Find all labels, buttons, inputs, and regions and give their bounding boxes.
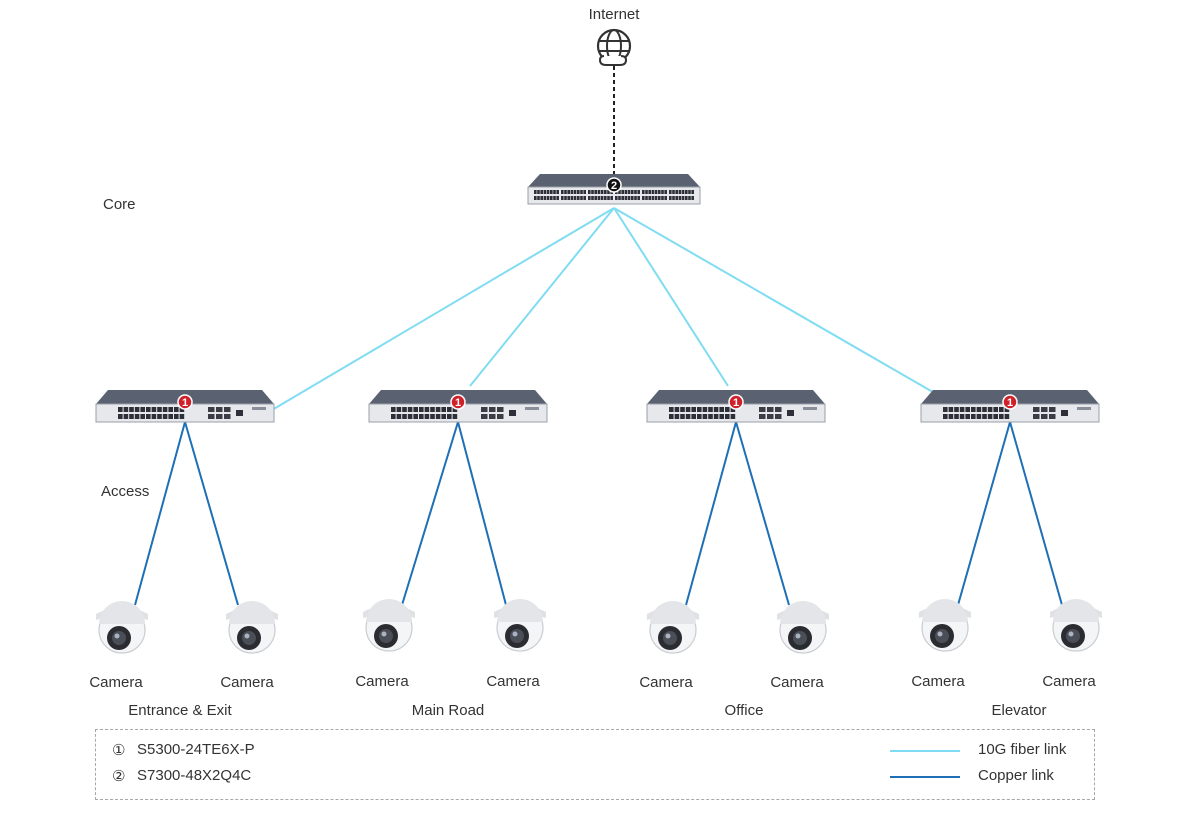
- core-layer-label: Core: [103, 196, 136, 213]
- site-label-entrance-exit: Entrance & Exit: [128, 702, 232, 719]
- core-switch: 2: [527, 174, 701, 205]
- model-marker-1-badge: 1: [450, 394, 466, 410]
- camera-label: Camera: [486, 673, 540, 690]
- switch-ports: [391, 407, 539, 419]
- legend-model-marker: ①: [112, 742, 126, 759]
- legend-model-name: S5300-24TE6X-P: [137, 741, 255, 758]
- globe-cloud-icon: [596, 28, 632, 66]
- switch-ports: [943, 407, 1091, 419]
- switch-ports: [534, 190, 694, 200]
- copper-link: [685, 421, 737, 606]
- access-switch: 1: [646, 390, 826, 423]
- model-marker-1-badge: 1: [728, 394, 744, 410]
- dome-camera-icon: [96, 601, 148, 654]
- camera-label: Camera: [911, 673, 965, 690]
- model-marker-1-badge: 1: [177, 394, 193, 410]
- site-label-office: Office: [724, 702, 764, 719]
- dome-camera-icon: [494, 599, 546, 652]
- access-switch: 1: [920, 390, 1100, 423]
- fiber-link: [469, 207, 615, 387]
- copper-link: [401, 421, 459, 606]
- model-marker-text: 1: [182, 397, 188, 409]
- copper-link: [1009, 421, 1063, 606]
- access-layer-label: Access: [101, 483, 150, 500]
- copper-link: [957, 421, 1011, 606]
- legend-model-name: S7300-48X2Q4C: [137, 767, 252, 784]
- dome-camera-icon: [226, 601, 278, 654]
- dome-camera-icon: [777, 601, 829, 654]
- legend-model-marker: ②: [112, 768, 126, 785]
- model-marker-text: 1: [733, 397, 739, 409]
- access-switch: 1: [95, 390, 275, 423]
- legend-fiber-line: [890, 750, 960, 752]
- legend-copper-line: [890, 776, 960, 778]
- fiber-link: [613, 207, 729, 387]
- model-marker-text: 2: [611, 180, 617, 192]
- copper-link: [735, 421, 790, 606]
- model-marker-text: 1: [1007, 397, 1013, 409]
- site-label-main-road: Main Road: [411, 702, 485, 719]
- camera-label: Camera: [355, 673, 409, 690]
- dome-camera-icon: [919, 599, 971, 652]
- legend-copper-label: Copper link: [978, 767, 1054, 784]
- model-marker-text: 1: [455, 397, 461, 409]
- model-marker-2-badge: 2: [606, 177, 622, 193]
- dome-camera-icon: [363, 599, 415, 652]
- switch-ports: [669, 407, 817, 419]
- camera-label: Camera: [89, 674, 143, 691]
- camera-label: Camera: [770, 674, 824, 691]
- links-layer: [134, 66, 1063, 606]
- internet-label: Internet: [588, 6, 640, 23]
- camera-label: Camera: [1042, 673, 1096, 690]
- site-label-elevator: Elevator: [991, 702, 1047, 719]
- switch-ports: [118, 407, 266, 419]
- access-switch: 1: [368, 390, 548, 423]
- copper-link: [184, 421, 239, 606]
- model-marker-1-badge: 1: [1002, 394, 1018, 410]
- copper-link: [457, 421, 507, 606]
- copper-link: [134, 421, 186, 606]
- dome-camera-icon: [647, 601, 699, 654]
- legend: ① S5300-24TE6X-P ② S7300-48X2Q4C 10G fib…: [95, 729, 1095, 800]
- camera-label: Camera: [220, 674, 274, 691]
- fiber-link: [271, 207, 615, 411]
- fiber-link: [613, 207, 939, 396]
- legend-fiber-label: 10G fiber link: [978, 741, 1067, 758]
- dome-camera-icon: [1050, 599, 1102, 652]
- camera-label: Camera: [639, 674, 693, 691]
